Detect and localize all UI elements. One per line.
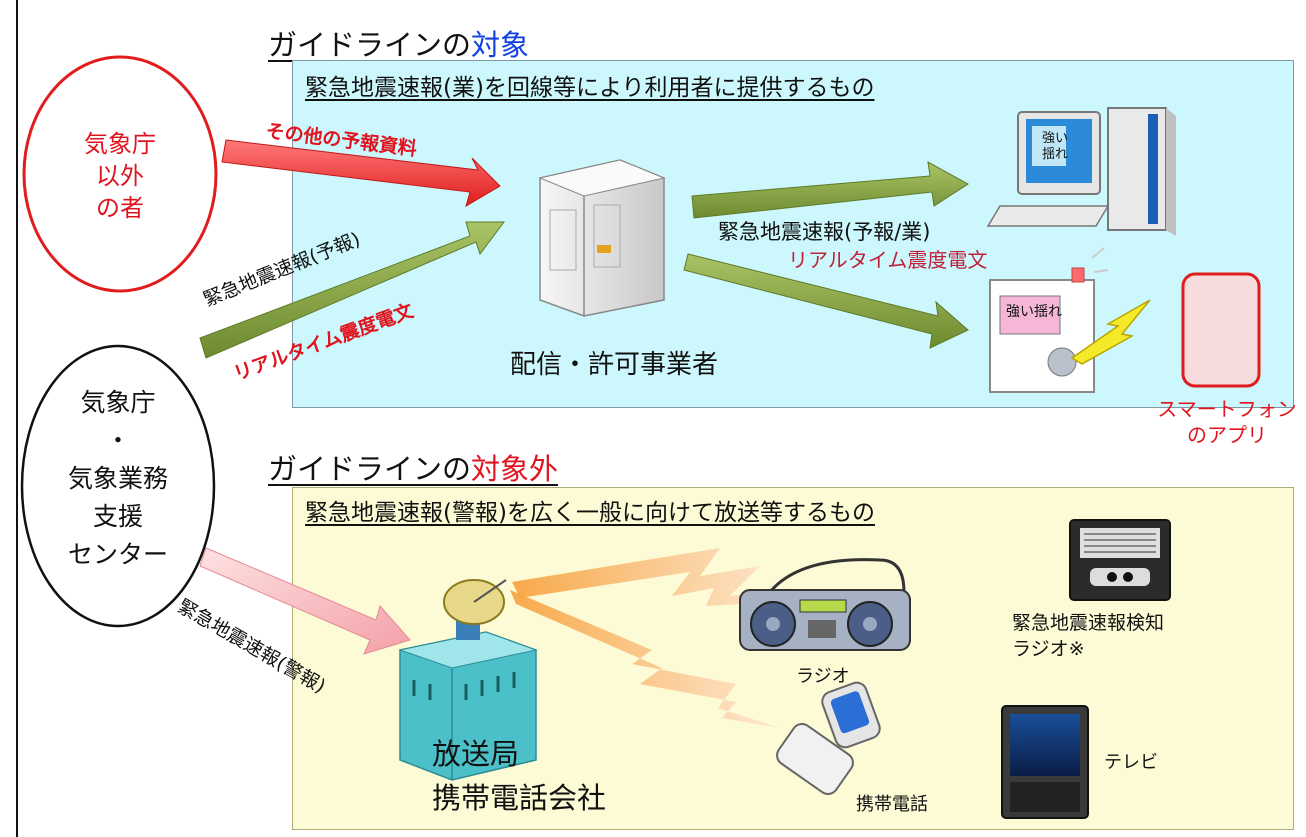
- smartphone-app-line-2: のアプリ: [1187, 423, 1267, 447]
- broadcaster-building-icon: [398, 579, 538, 781]
- arrow-to-receiver: [683, 253, 969, 349]
- jma-line-5: センター: [67, 540, 168, 569]
- radio-label: ラジオ: [796, 666, 850, 687]
- other-agency-ellipse: [22, 55, 218, 293]
- jma-line-2: ・: [105, 426, 131, 455]
- broadcaster-line-1: 放送局: [432, 737, 520, 771]
- arrow-eew-forecast: [199, 221, 505, 359]
- arrow-to-pc: [691, 161, 969, 219]
- arrow-realtime-intensity-2-label: リアルタイム震度電文: [788, 248, 988, 272]
- broadcaster-label: 放送局 携帯電話会社: [432, 732, 606, 820]
- eew-radio-line-2: ラジオ※: [1012, 638, 1085, 660]
- bottom-heading-prefix: ガイドラインの: [268, 452, 472, 486]
- smartphone-app-icon: [1181, 272, 1261, 388]
- other-agency-label: 気象庁 以外 の者: [40, 128, 200, 224]
- monitor-text-1: 強い: [1042, 131, 1068, 146]
- top-heading-highlight: 対象: [471, 28, 530, 62]
- jma-line-3: 気象業務: [67, 464, 168, 493]
- bottom-box-title: 緊急地震速報(警報)を広く一般に向けて放送等するもの: [305, 500, 875, 526]
- tv-label: テレビ: [1104, 752, 1158, 773]
- mobile-phone-icon: [776, 681, 881, 795]
- wave-to-radio: [512, 548, 790, 606]
- computer-icon: [986, 107, 1176, 236]
- smartphone-app-line-1: スマートフォン: [1157, 397, 1297, 421]
- bottom-heading-highlight: 対象外: [471, 452, 559, 486]
- bottom-section-heading: ガイドラインの対象外: [268, 446, 558, 488]
- eew-radio-line-1: 緊急地震速報検知: [1012, 612, 1165, 634]
- other-agency-line-1: 気象庁: [84, 130, 156, 158]
- distributor-label: 配信・許可事業者: [510, 350, 719, 380]
- broadcaster-line-2: 携帯電話会社: [432, 781, 607, 815]
- smartphone-app-label: スマートフォン のアプリ: [1156, 396, 1298, 448]
- distributor-server-icon: [538, 159, 666, 317]
- jma-line-4: 支援: [92, 502, 143, 531]
- top-section-heading: ガイドラインの対象: [268, 22, 529, 64]
- other-agency-line-3: の者: [96, 194, 144, 222]
- jma-line-1: 気象庁: [80, 388, 156, 417]
- receiver-device-icon: [989, 247, 1151, 393]
- jma-label: 気象庁 ・ 気象業務 支援 センター: [42, 384, 194, 574]
- receiver-text: 強い揺れ: [1006, 304, 1062, 320]
- monitor-text-2: 揺れ: [1042, 147, 1068, 162]
- arrow-other-forecast: [221, 139, 501, 208]
- jma-ellipse: [20, 344, 216, 628]
- top-box-title: 緊急地震速報(業)を回線等により利用者に提供するもの: [305, 75, 875, 101]
- mobile-phone-label: 携帯電話: [856, 794, 928, 815]
- eew-radio-icon: [1069, 519, 1171, 601]
- radio-icon: [739, 558, 911, 651]
- arrow-eew-forecast-business-label: 緊急地震速報(予報/業): [718, 220, 931, 244]
- top-heading-prefix: ガイドラインの: [268, 28, 472, 62]
- eew-radio-label: 緊急地震速報検知 ラジオ※: [1012, 610, 1164, 662]
- wave-to-phone: [510, 590, 780, 728]
- left-margin-line: [16, 0, 18, 837]
- tv-icon: [1001, 705, 1089, 819]
- arrow-eew-warning: [199, 547, 411, 655]
- other-agency-line-2: 以外: [96, 162, 144, 190]
